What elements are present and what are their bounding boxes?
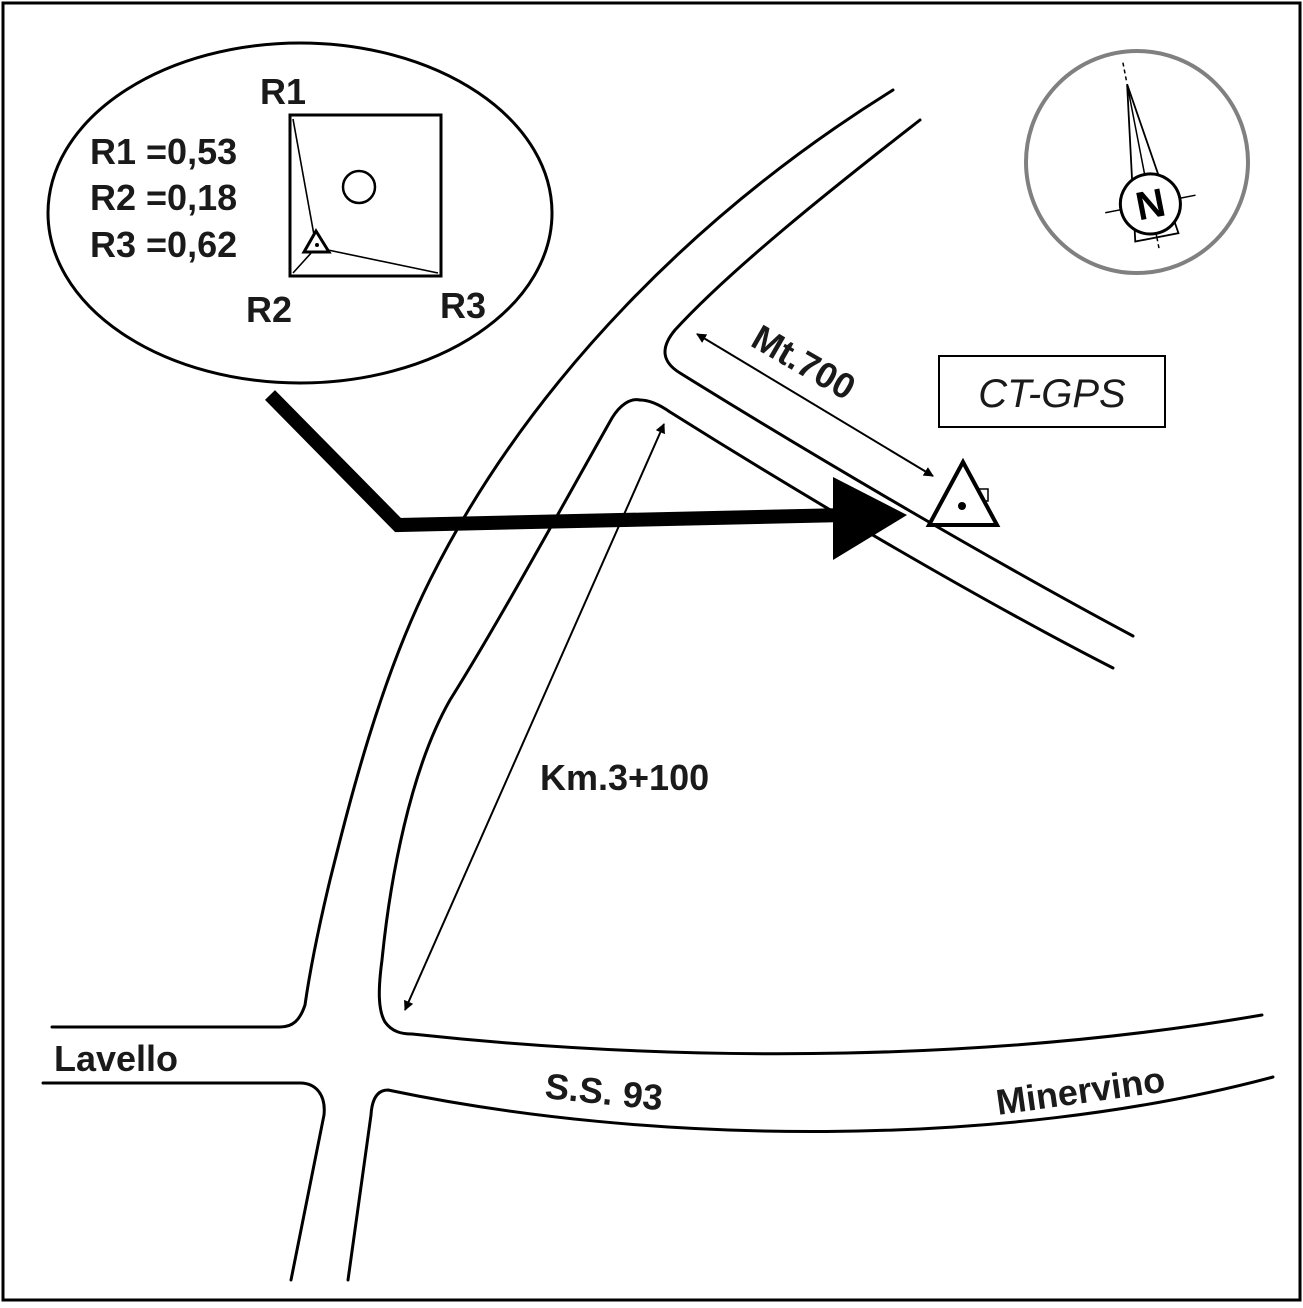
inset-gps-triangle-dot bbox=[315, 243, 319, 247]
compass-axis-north bbox=[1122, 62, 1128, 83]
corner-label-r2: R2 bbox=[246, 289, 292, 330]
branch-road-north-edge bbox=[663, 118, 1135, 638]
place-label-lavello: Lavello bbox=[54, 1038, 178, 1079]
gps-triangle-icon bbox=[925, 457, 1001, 527]
corner-label-r3: R3 bbox=[440, 285, 486, 326]
compass-axis-south bbox=[1156, 237, 1160, 250]
branch-road-south-edge bbox=[638, 398, 1115, 670]
road-south-east-edge bbox=[346, 1075, 1275, 1282]
compass-center-ring bbox=[1118, 172, 1182, 236]
ray-r2 bbox=[292, 251, 313, 274]
ray-r3 bbox=[327, 249, 439, 274]
distance-label-3100m: Km.3+100 bbox=[540, 757, 709, 798]
station-label-box bbox=[938, 355, 1166, 428]
inset-value-r1: R1 =0,53 bbox=[90, 131, 237, 172]
location-pointer-line bbox=[265, 390, 847, 533]
inset-value-r3: R3 =0,62 bbox=[90, 224, 237, 265]
ray-r1 bbox=[292, 118, 315, 236]
road-south-west-edge bbox=[41, 1081, 326, 1282]
inset-value-r2: R2 =0,18 bbox=[90, 177, 237, 218]
inset-site-square bbox=[288, 113, 443, 278]
compass-axis-east bbox=[1179, 194, 1196, 199]
inset-gps-triangle bbox=[301, 228, 332, 254]
corner-label-r1: R1 bbox=[260, 71, 306, 112]
station-label: CT-GPS bbox=[978, 372, 1126, 416]
station-detail-inset: R1 =0,53 R2 =0,18 R3 =0,62 R1 R2 R3 bbox=[46, 41, 554, 385]
road-north-west-edge bbox=[50, 88, 895, 1029]
gps-triangle-dot bbox=[958, 502, 966, 510]
compass-rose: N bbox=[1024, 49, 1250, 275]
inset-marker-circle bbox=[341, 169, 377, 205]
compass-axis-west bbox=[1105, 208, 1122, 214]
location-pointer-head bbox=[833, 477, 907, 560]
gps-station-marker bbox=[925, 457, 1001, 527]
inset-ellipse bbox=[46, 41, 554, 385]
distance-arrow-700m bbox=[696, 333, 934, 477]
